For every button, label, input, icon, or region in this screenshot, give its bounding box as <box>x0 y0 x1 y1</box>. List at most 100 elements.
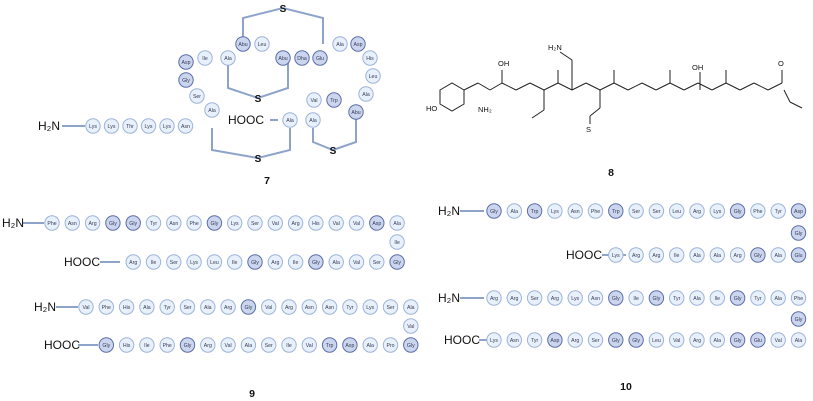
figure-label-8: 8 <box>608 167 614 179</box>
mol10-a-top-5: Phe <box>587 203 604 219</box>
mol10-b-top-9: Tyr <box>669 290 685 306</box>
residue-label: Gly <box>245 305 253 311</box>
mol9-a-top-14: Val <box>328 215 344 231</box>
residue-label: Trp <box>326 343 334 349</box>
mol10-b-top-6: Gly <box>608 290 624 306</box>
mol10-a-turn-0: Gly <box>790 225 807 241</box>
residue-label: Ala <box>714 253 722 259</box>
residue-label: Arg <box>271 260 279 266</box>
residue-label: Ala <box>795 338 803 344</box>
mol9-a-top-11: Val <box>267 215 283 231</box>
residue-label: Tyr <box>754 296 761 302</box>
residue-label: Gly <box>734 338 742 344</box>
mol9-b-bottom-3: Asp <box>342 337 358 353</box>
mol10-b-bottom-3: Gly <box>729 332 746 348</box>
mol9-a-top-7: Phe <box>186 215 202 231</box>
residue-label: Asn <box>325 305 334 311</box>
mol9-b-turn-0: Val <box>403 318 419 334</box>
mol10-b-bottom-12: Asp <box>547 332 563 348</box>
mol10-a-top-15: Asp <box>790 203 807 219</box>
mol10-a-bottom-2: Gly <box>750 247 766 263</box>
residue-label: Ser <box>386 305 394 311</box>
mol7-ringA-10: Glu <box>312 50 328 66</box>
residue-label: Tyr <box>775 209 782 215</box>
residue-label: Ala <box>774 253 782 259</box>
mol10-b-top-2: Ser <box>526 290 543 306</box>
residue-label: Val <box>225 343 232 349</box>
mol9-a-top-2: Arg <box>84 215 101 231</box>
sulfur-atom-middle: S <box>255 94 262 105</box>
mol10-a-top-10: Arg <box>689 203 705 219</box>
mol7-ringB-6: Trp <box>326 92 342 108</box>
residue-label: Phe <box>794 296 803 302</box>
mol9-a-bottom-8: Ile <box>227 254 243 270</box>
mol9-a-top-4: Gly <box>125 215 141 231</box>
mol10-b-bottom-7: Leu <box>648 332 665 348</box>
residue-label: Arg <box>693 209 701 215</box>
residue-label: His <box>366 56 374 62</box>
mol10-a-bottom-4: Ala <box>709 247 725 263</box>
residue-label: Gly <box>182 78 190 84</box>
residue-label: Val <box>673 338 680 344</box>
n-terminus-9a: H₂N <box>2 216 24 230</box>
mol9-a-bottom-4: Gly <box>308 254 324 270</box>
residue-label: Arg <box>204 343 212 349</box>
residue-label: Arg <box>89 221 97 227</box>
mol10-b-top-15: Phe <box>790 290 807 306</box>
residue-label: Abu <box>238 42 247 48</box>
mol7-tail-4: Lys <box>159 118 175 134</box>
mol9-a-top-12: Arg <box>287 215 304 231</box>
residue-label: Ala <box>714 338 722 344</box>
residue-label: Gly <box>393 260 401 266</box>
residue-label: Lys <box>190 260 198 266</box>
residue-label: Arg <box>571 338 579 344</box>
mol9-b-top-1: Phe <box>98 299 115 315</box>
mol10-b-top-4: Lys <box>567 290 583 306</box>
mol10-b-bottom-6: Val <box>669 332 685 348</box>
residue-label: Pro <box>386 343 394 349</box>
mol9-a-top-15: Val <box>348 215 365 231</box>
mol10-b-top-14: Ala <box>770 290 786 306</box>
mol9-a-bottom-1: Ser <box>369 254 385 270</box>
mol9-b-top-0: Val <box>78 299 94 315</box>
residue-label: Gly <box>795 317 803 323</box>
residue-label: Ala <box>366 343 374 349</box>
residue-label: Ile <box>394 240 400 246</box>
mol10-b-top-13: Tyr <box>750 290 766 306</box>
figure-label-9: 9 <box>249 388 255 400</box>
residue-label: Lys <box>145 124 153 130</box>
sulfide-bridge-middle <box>227 58 289 100</box>
residue-label: Trp <box>612 209 620 215</box>
residue-label: Asn <box>571 209 580 215</box>
residue-label: Arg <box>224 305 232 311</box>
residue-label: Gly <box>102 343 110 349</box>
residue-label: Ala <box>286 118 294 124</box>
mol9-b-bottom-9: Val <box>220 337 236 353</box>
mol9-a-bottom-6: Arg <box>267 254 283 270</box>
residue-label: Lys <box>89 124 97 130</box>
mol7-ringA-2: Gly <box>178 72 194 88</box>
mol9-a-bottom-10: Lys <box>186 254 202 270</box>
mol7-ringA-3: Asp <box>178 54 194 70</box>
residue-label: Abu <box>351 110 360 116</box>
residue-label: Arg <box>292 221 300 227</box>
residue-label: Ile <box>232 260 238 266</box>
residue-label: Glu <box>754 338 762 344</box>
mol7-tail-1: Lys <box>103 118 120 134</box>
residue-label: Gly <box>109 221 117 227</box>
mol9-a-top-5: Tyr <box>145 215 162 231</box>
residue-label: Leu <box>210 260 219 266</box>
mol10-a-bottom-1: Ala <box>770 247 786 263</box>
residue-label: Gly <box>211 221 219 227</box>
mol7-ringA-1: Ser <box>189 88 205 104</box>
residue-label: Val <box>265 305 272 311</box>
residue-label: Val <box>407 324 414 330</box>
c-terminus-9b: HOOC <box>44 338 80 352</box>
mol9-b-top-9: Val <box>261 299 277 315</box>
mol10-a-bottom-7: Arg <box>648 247 665 263</box>
mol9-b-top-2: His <box>118 299 135 315</box>
residue-label: Glu <box>794 253 802 259</box>
mol10-a-bottom-6: Ile <box>669 247 685 263</box>
mol9-a-bottom-3: Ala <box>328 254 344 270</box>
